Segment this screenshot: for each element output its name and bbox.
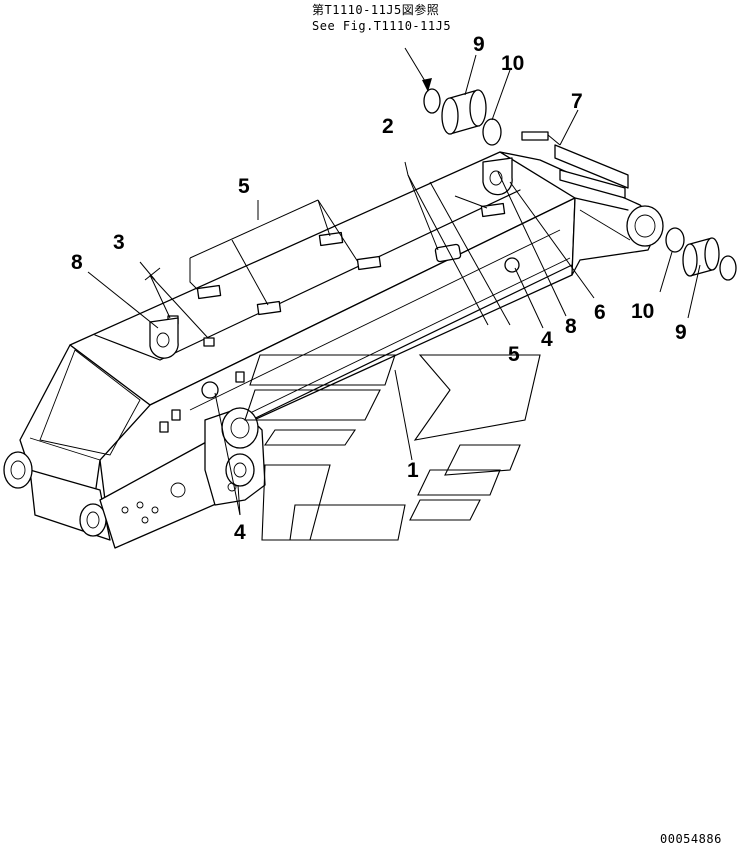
callout-2: 2 bbox=[382, 115, 394, 138]
callout-labels: 1 2 3 4 4 5 5 6 7 8 8 9 9 10 10 bbox=[71, 33, 687, 544]
drawing-code: 00054886 bbox=[660, 832, 722, 846]
plates-part-5 bbox=[196, 202, 506, 316]
cylinder-bracket bbox=[204, 383, 266, 506]
callout-6: 6 bbox=[594, 301, 606, 324]
pin-set-right bbox=[665, 227, 737, 281]
callout-9-top: 9 bbox=[473, 33, 485, 56]
callout-7: 7 bbox=[571, 90, 583, 113]
callout-5-top: 5 bbox=[238, 175, 250, 198]
callout-9-right: 9 bbox=[675, 321, 687, 344]
callout-3: 3 bbox=[113, 231, 125, 254]
decal-hatch bbox=[244, 354, 541, 541]
bosses-part-4 bbox=[201, 257, 520, 399]
foot-pin-boss bbox=[3, 439, 226, 549]
callout-4-bottom: 4 bbox=[234, 521, 246, 544]
reference-note-english: See Fig.T1110-11J5 bbox=[312, 19, 451, 33]
nose-brackets-part-7 bbox=[521, 131, 629, 199]
callout-10-right: 10 bbox=[631, 300, 654, 323]
callout-8-left: 8 bbox=[71, 251, 83, 274]
plate-part-2 bbox=[434, 243, 462, 263]
callout-5-right: 5 bbox=[508, 343, 520, 366]
callout-10-top: 10 bbox=[501, 52, 524, 75]
callout-1: 1 bbox=[407, 459, 419, 482]
callout-4-right: 4 bbox=[541, 328, 553, 351]
pin-set-upper bbox=[423, 88, 502, 146]
leader-lines bbox=[87, 47, 701, 516]
reference-note-japanese: 第T1110-11J5図参照 bbox=[312, 2, 439, 17]
callout-8-right: 8 bbox=[565, 315, 577, 338]
